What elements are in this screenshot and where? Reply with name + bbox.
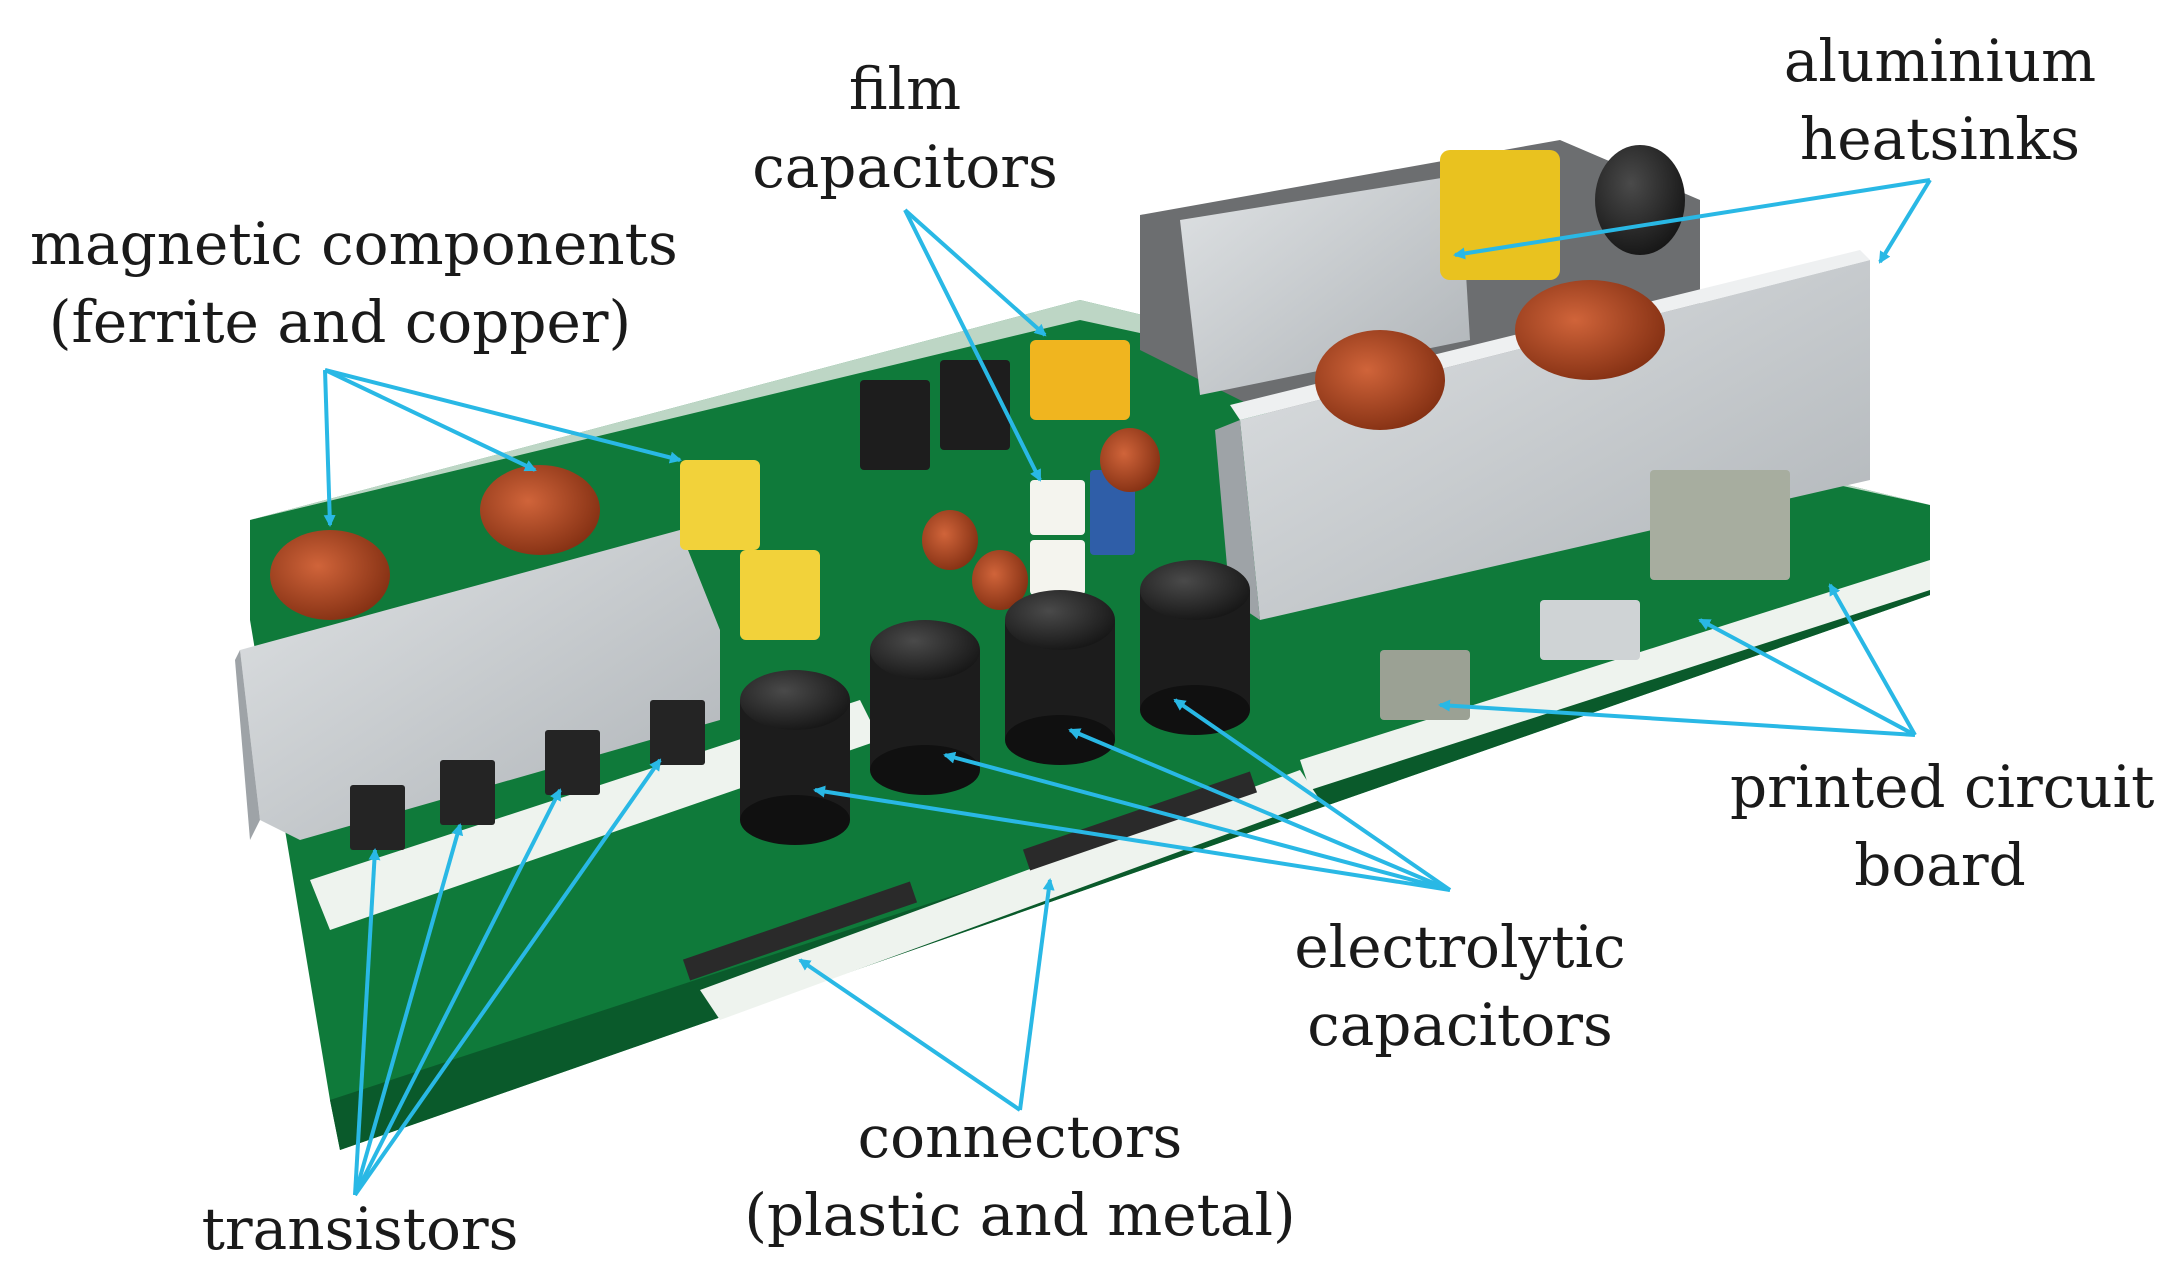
film-capacitor <box>1030 480 1085 535</box>
label-connectors-line2: (plastic and metal) <box>744 1181 1296 1249</box>
label-aluminium-heatsinks: aluminium heatsinks <box>1760 22 2120 178</box>
label-film-capacitors: film capacitors <box>745 50 1065 206</box>
ferrite-transformer <box>680 460 760 550</box>
film-capacitor <box>1030 340 1130 420</box>
transistor <box>350 785 405 850</box>
label-printed-circuit-board: printed circuit board <box>1730 748 2155 904</box>
transistor <box>440 760 495 825</box>
annotation-arrows <box>323 178 1932 1197</box>
label-heatsinks-line2: heatsinks <box>1799 105 2081 173</box>
copper-toroid <box>1515 280 1665 380</box>
relay <box>860 380 930 470</box>
film-capacitor <box>1030 540 1085 595</box>
label-heatsinks-line1: aluminium <box>1783 27 2097 95</box>
small-inductor <box>1100 428 1160 492</box>
label-magnetic-line1: magnetic components <box>30 210 678 278</box>
daughter-board <box>1650 470 1790 580</box>
label-electrolytic-line1: electrolytic <box>1294 913 1626 981</box>
connector <box>682 881 918 981</box>
label-transistors: transistors <box>180 1190 540 1268</box>
label-magnetic-components: magnetic components (ferrite and copper) <box>30 205 678 361</box>
label-magnetic-line2: (ferrite and copper) <box>48 288 632 356</box>
label-connectors: connectors (plastic and metal) <box>740 1098 1300 1254</box>
label-connectors-line1: connectors <box>857 1103 1183 1171</box>
label-film-line2: capacitors <box>752 133 1058 201</box>
relay <box>940 360 1010 450</box>
label-pcb-line1: printed circuit <box>1730 753 2155 821</box>
label-electrolytic-capacitors: electrolytic capacitors <box>1280 908 1640 1064</box>
label-electrolytic-line2: capacitors <box>1307 991 1613 1059</box>
daughter-board <box>1380 650 1470 720</box>
small-inductor <box>922 510 978 570</box>
daughter-board <box>1540 600 1640 660</box>
transistor <box>545 730 600 795</box>
label-transistors-line1: transistors <box>201 1195 519 1263</box>
copper-toroid <box>270 530 390 620</box>
connector <box>1022 771 1258 871</box>
label-pcb-line2: board <box>1854 831 2026 899</box>
copper-toroid <box>480 465 600 555</box>
small-inductor <box>972 550 1028 610</box>
label-film-line1: film <box>848 55 962 123</box>
copper-toroid <box>1315 330 1445 430</box>
transistor <box>650 700 705 765</box>
ferrite-transformer <box>740 550 820 640</box>
left-heatsink <box>235 530 720 840</box>
electrolytic-capacitors <box>740 560 1250 845</box>
